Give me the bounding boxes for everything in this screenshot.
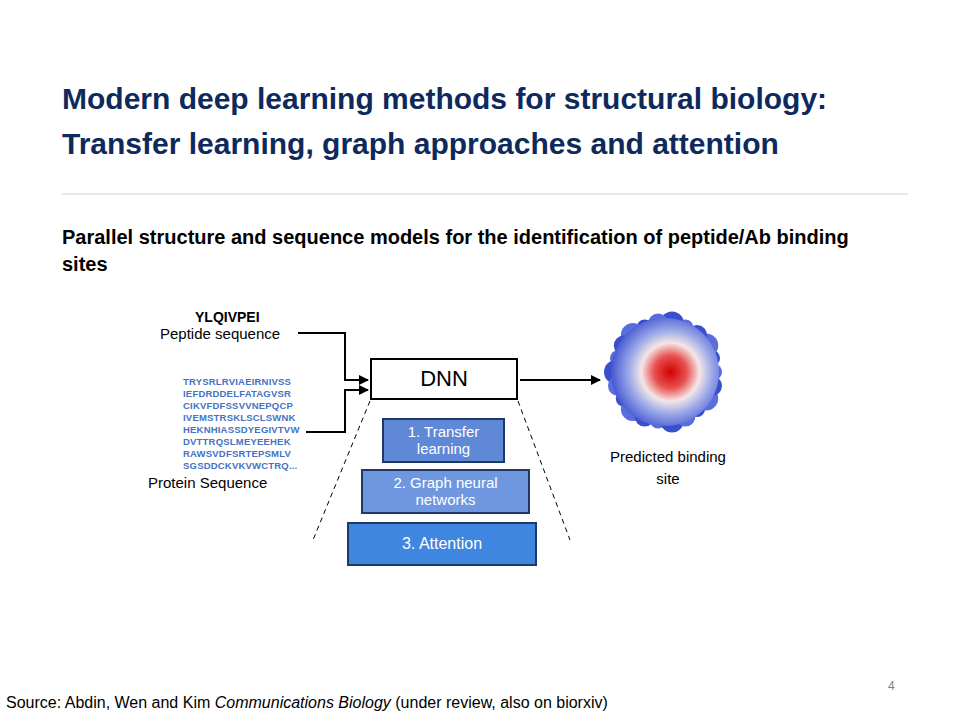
output-label: Predicted binding site [598,446,738,490]
protein-sequence: DVTTRQSLMEYEEHEK [183,436,291,448]
source-text: Source: Abdin, Wen and Kim [6,694,210,711]
slide-title: Modern deep learning methods for structu… [62,76,922,166]
peptide-arrow [298,333,368,380]
input-label: Protein Sequence [148,474,267,491]
method-box: 2. Graph neural networks [361,469,530,514]
input-label: Peptide sequence [160,325,280,342]
protein-sequence: IEFDRDDELFATAGVSR [183,388,291,400]
protein-surface [604,311,722,432]
box-text: DNN [420,366,468,391]
source-text: Communications Biology [215,694,391,711]
method-box: 1. Transfer learning [382,418,505,463]
model-box: DNN [370,358,518,400]
box-text: 3. Attention [402,535,482,553]
output-arrow [520,379,600,381]
box-text: 2. Graph neural networks [369,474,522,509]
protein-sequence: TRYSRLRVIAEIRNIVSS [183,376,291,388]
peptide-sequence: YLQIVPEI [195,309,260,325]
box-text: 1. Transfer learning [390,423,497,458]
protein-sequence: RAWSVDFSRTEPSMLV [183,448,291,460]
protein-arrow [306,390,368,432]
protein-sequence: HEKNHIASSDYEGIVTVW [183,424,300,436]
source-line: Source: Abdin, Wen and Kim Communication… [6,694,608,712]
protein-sequence: IVEMSTRSKLSCLSWNK [183,412,296,424]
page-number: 4 [888,679,895,693]
title-rule [62,194,908,195]
source-text: (under review, also on biorxiv) [395,694,608,711]
protein-sequence: CIKVFDFSSVVNEPQCP [183,400,293,412]
method-box: 3. Attention [347,522,537,566]
protein-sequence: SGSDDCKVKVWCTRQ... [183,460,297,472]
subtitle: Parallel structure and sequence models f… [62,224,862,278]
